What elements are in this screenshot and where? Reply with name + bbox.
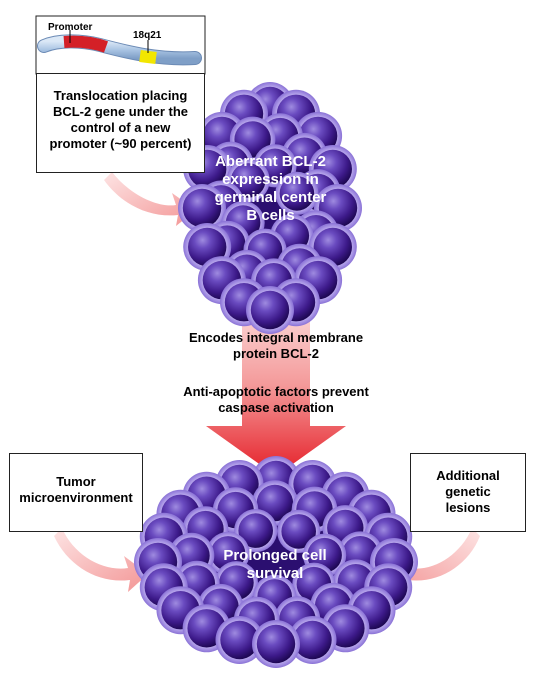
cell <box>279 176 315 211</box>
chromosome-graphic <box>37 30 202 66</box>
cell <box>313 227 352 267</box>
cell <box>250 290 290 330</box>
aberrant-expression-label: Aberrant BCL-2 expression in germinal ce… <box>214 153 327 224</box>
prolonged-survival-label: Prolonged cell survival <box>223 547 327 582</box>
cell <box>238 513 273 548</box>
anti-apoptotic-text: Anti-apoptotic factors prevent caspase a… <box>183 384 369 415</box>
tumor-microenvironment-box: Tumor microenvironment <box>9 453 143 532</box>
central-arrow <box>206 310 346 476</box>
arrow-translocation-to-cells <box>104 172 196 226</box>
cell <box>281 514 317 549</box>
translocation-box: Translocation placing BCL-2 gene under t… <box>36 73 205 173</box>
cell <box>182 188 222 228</box>
promoter-segment <box>63 35 109 53</box>
cell <box>220 620 259 660</box>
genetic-lesions-box: Additional genetic lesions <box>410 453 526 532</box>
encodes-protein-text: Encodes integral membrane protein BCL-2 <box>188 330 364 361</box>
cell <box>188 227 227 267</box>
cell <box>293 620 332 660</box>
genetic-lesions-text: Additional genetic lesions <box>436 468 500 515</box>
cell-cluster-bottom <box>134 456 418 668</box>
cell <box>256 624 296 664</box>
translocation-text: Translocation placing BCL-2 gene under t… <box>49 88 192 151</box>
cell <box>230 163 266 198</box>
locus-segment <box>139 50 157 64</box>
tumor-microenvironment-text: Tumor microenvironment <box>19 474 133 505</box>
cell-cluster-top <box>178 82 362 334</box>
promoter-label: Promoter <box>48 22 93 33</box>
arrow-tumor-to-survival <box>54 528 148 592</box>
locus-label: 18q21 <box>133 30 162 41</box>
